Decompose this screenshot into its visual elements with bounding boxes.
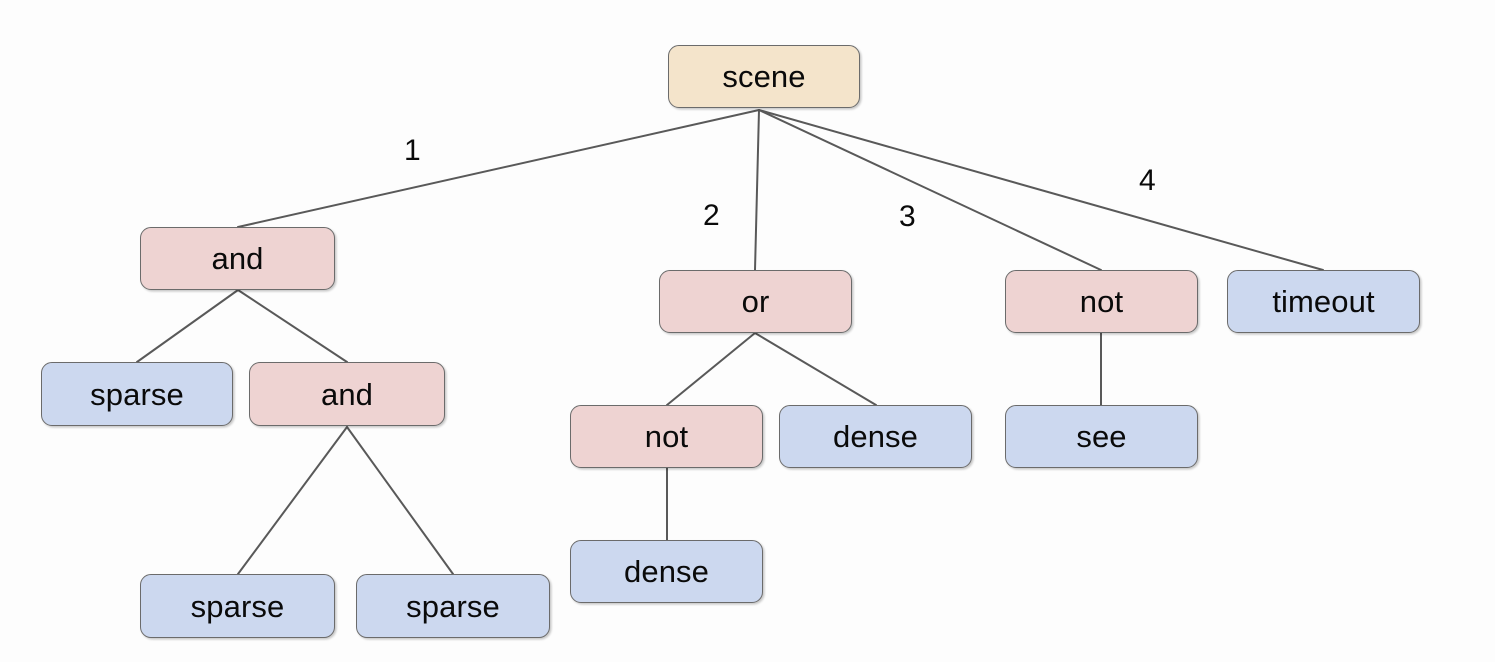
tree-node-sparse3[interactable]: sparse xyxy=(356,574,550,638)
tree-node-not2[interactable]: not xyxy=(1005,270,1198,333)
tree-node-dense2[interactable]: dense xyxy=(779,405,972,468)
tree-node-and1[interactable]: and xyxy=(140,227,335,290)
edge-label-1: 1 xyxy=(404,134,421,167)
tree-edge xyxy=(237,109,760,228)
tree-node-timeout1[interactable]: timeout xyxy=(1227,270,1420,333)
tree-node-sparse2[interactable]: sparse xyxy=(140,574,335,638)
tree-edge xyxy=(237,289,348,363)
tree-node-sparse1[interactable]: sparse xyxy=(41,362,233,426)
tree-node-dense1[interactable]: dense xyxy=(570,540,763,603)
tree-node-and2[interactable]: and xyxy=(249,362,445,426)
tree-node-see1[interactable]: see xyxy=(1005,405,1198,468)
tree-edge xyxy=(758,109,1324,271)
tree-edge xyxy=(754,109,760,271)
tree-node-or1[interactable]: or xyxy=(659,270,852,333)
tree-edge xyxy=(136,289,239,363)
tree-edge xyxy=(758,109,1102,271)
edge-label-3: 3 xyxy=(899,200,916,233)
tree-edge xyxy=(237,426,348,575)
tree-node-not1[interactable]: not xyxy=(570,405,763,468)
tree-edge xyxy=(346,426,454,575)
tree-node-scene[interactable]: scene xyxy=(668,45,860,108)
edge-label-2: 2 xyxy=(703,199,720,232)
tree-edge xyxy=(666,332,756,406)
edge-label-4: 4 xyxy=(1139,164,1156,197)
tree-edge xyxy=(754,332,877,406)
